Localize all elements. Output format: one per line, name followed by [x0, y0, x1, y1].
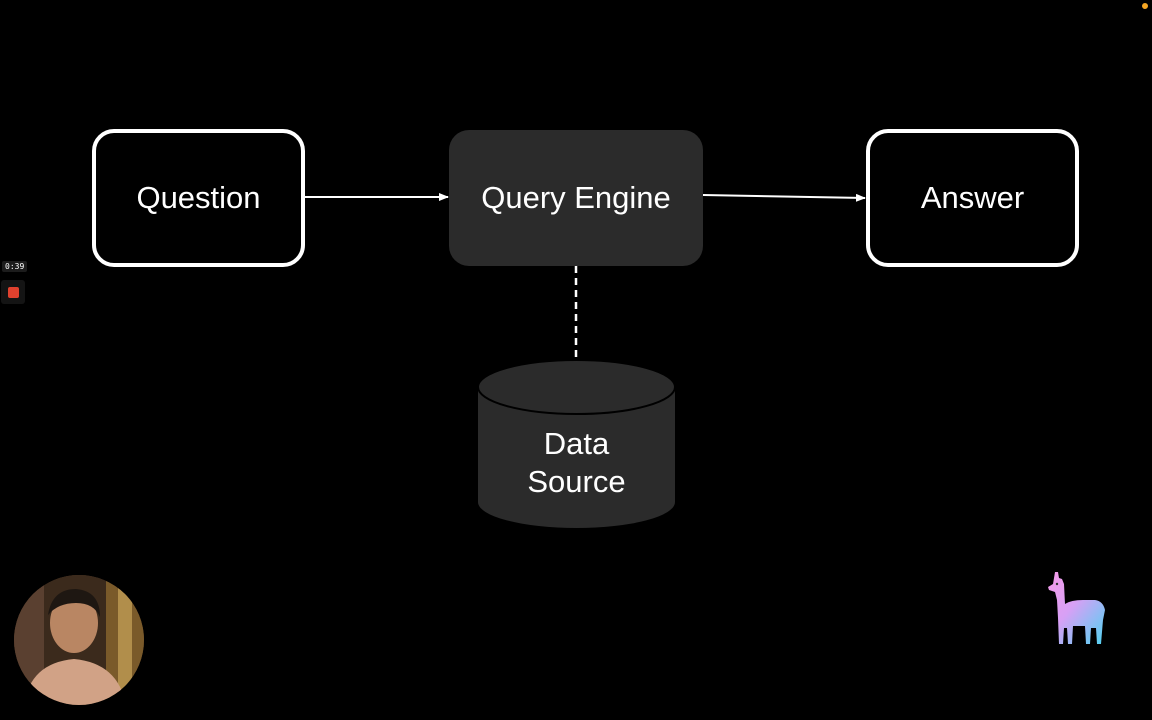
- stop-recording-button[interactable]: [1, 280, 25, 304]
- data-source-label: Data Source: [478, 418, 675, 508]
- question-label: Question: [136, 180, 261, 215]
- data-source-line1: Data: [543, 426, 610, 461]
- data-source-line2: Source: [527, 464, 626, 499]
- recording-indicator-dot: [1142, 3, 1148, 9]
- query-engine-label: Query Engine: [481, 180, 671, 215]
- webcam-overlay: [14, 575, 144, 705]
- llama-logo-icon: [1048, 572, 1105, 644]
- answer-label: Answer: [920, 180, 1025, 215]
- answer-node: Answer: [866, 129, 1079, 267]
- query-engine-node: Query Engine: [449, 130, 703, 266]
- arrow-engine-to-answer: [702, 193, 866, 202]
- stop-icon: [7, 286, 19, 298]
- recording-timer: 0:39: [2, 261, 28, 272]
- question-node: Question: [92, 129, 305, 267]
